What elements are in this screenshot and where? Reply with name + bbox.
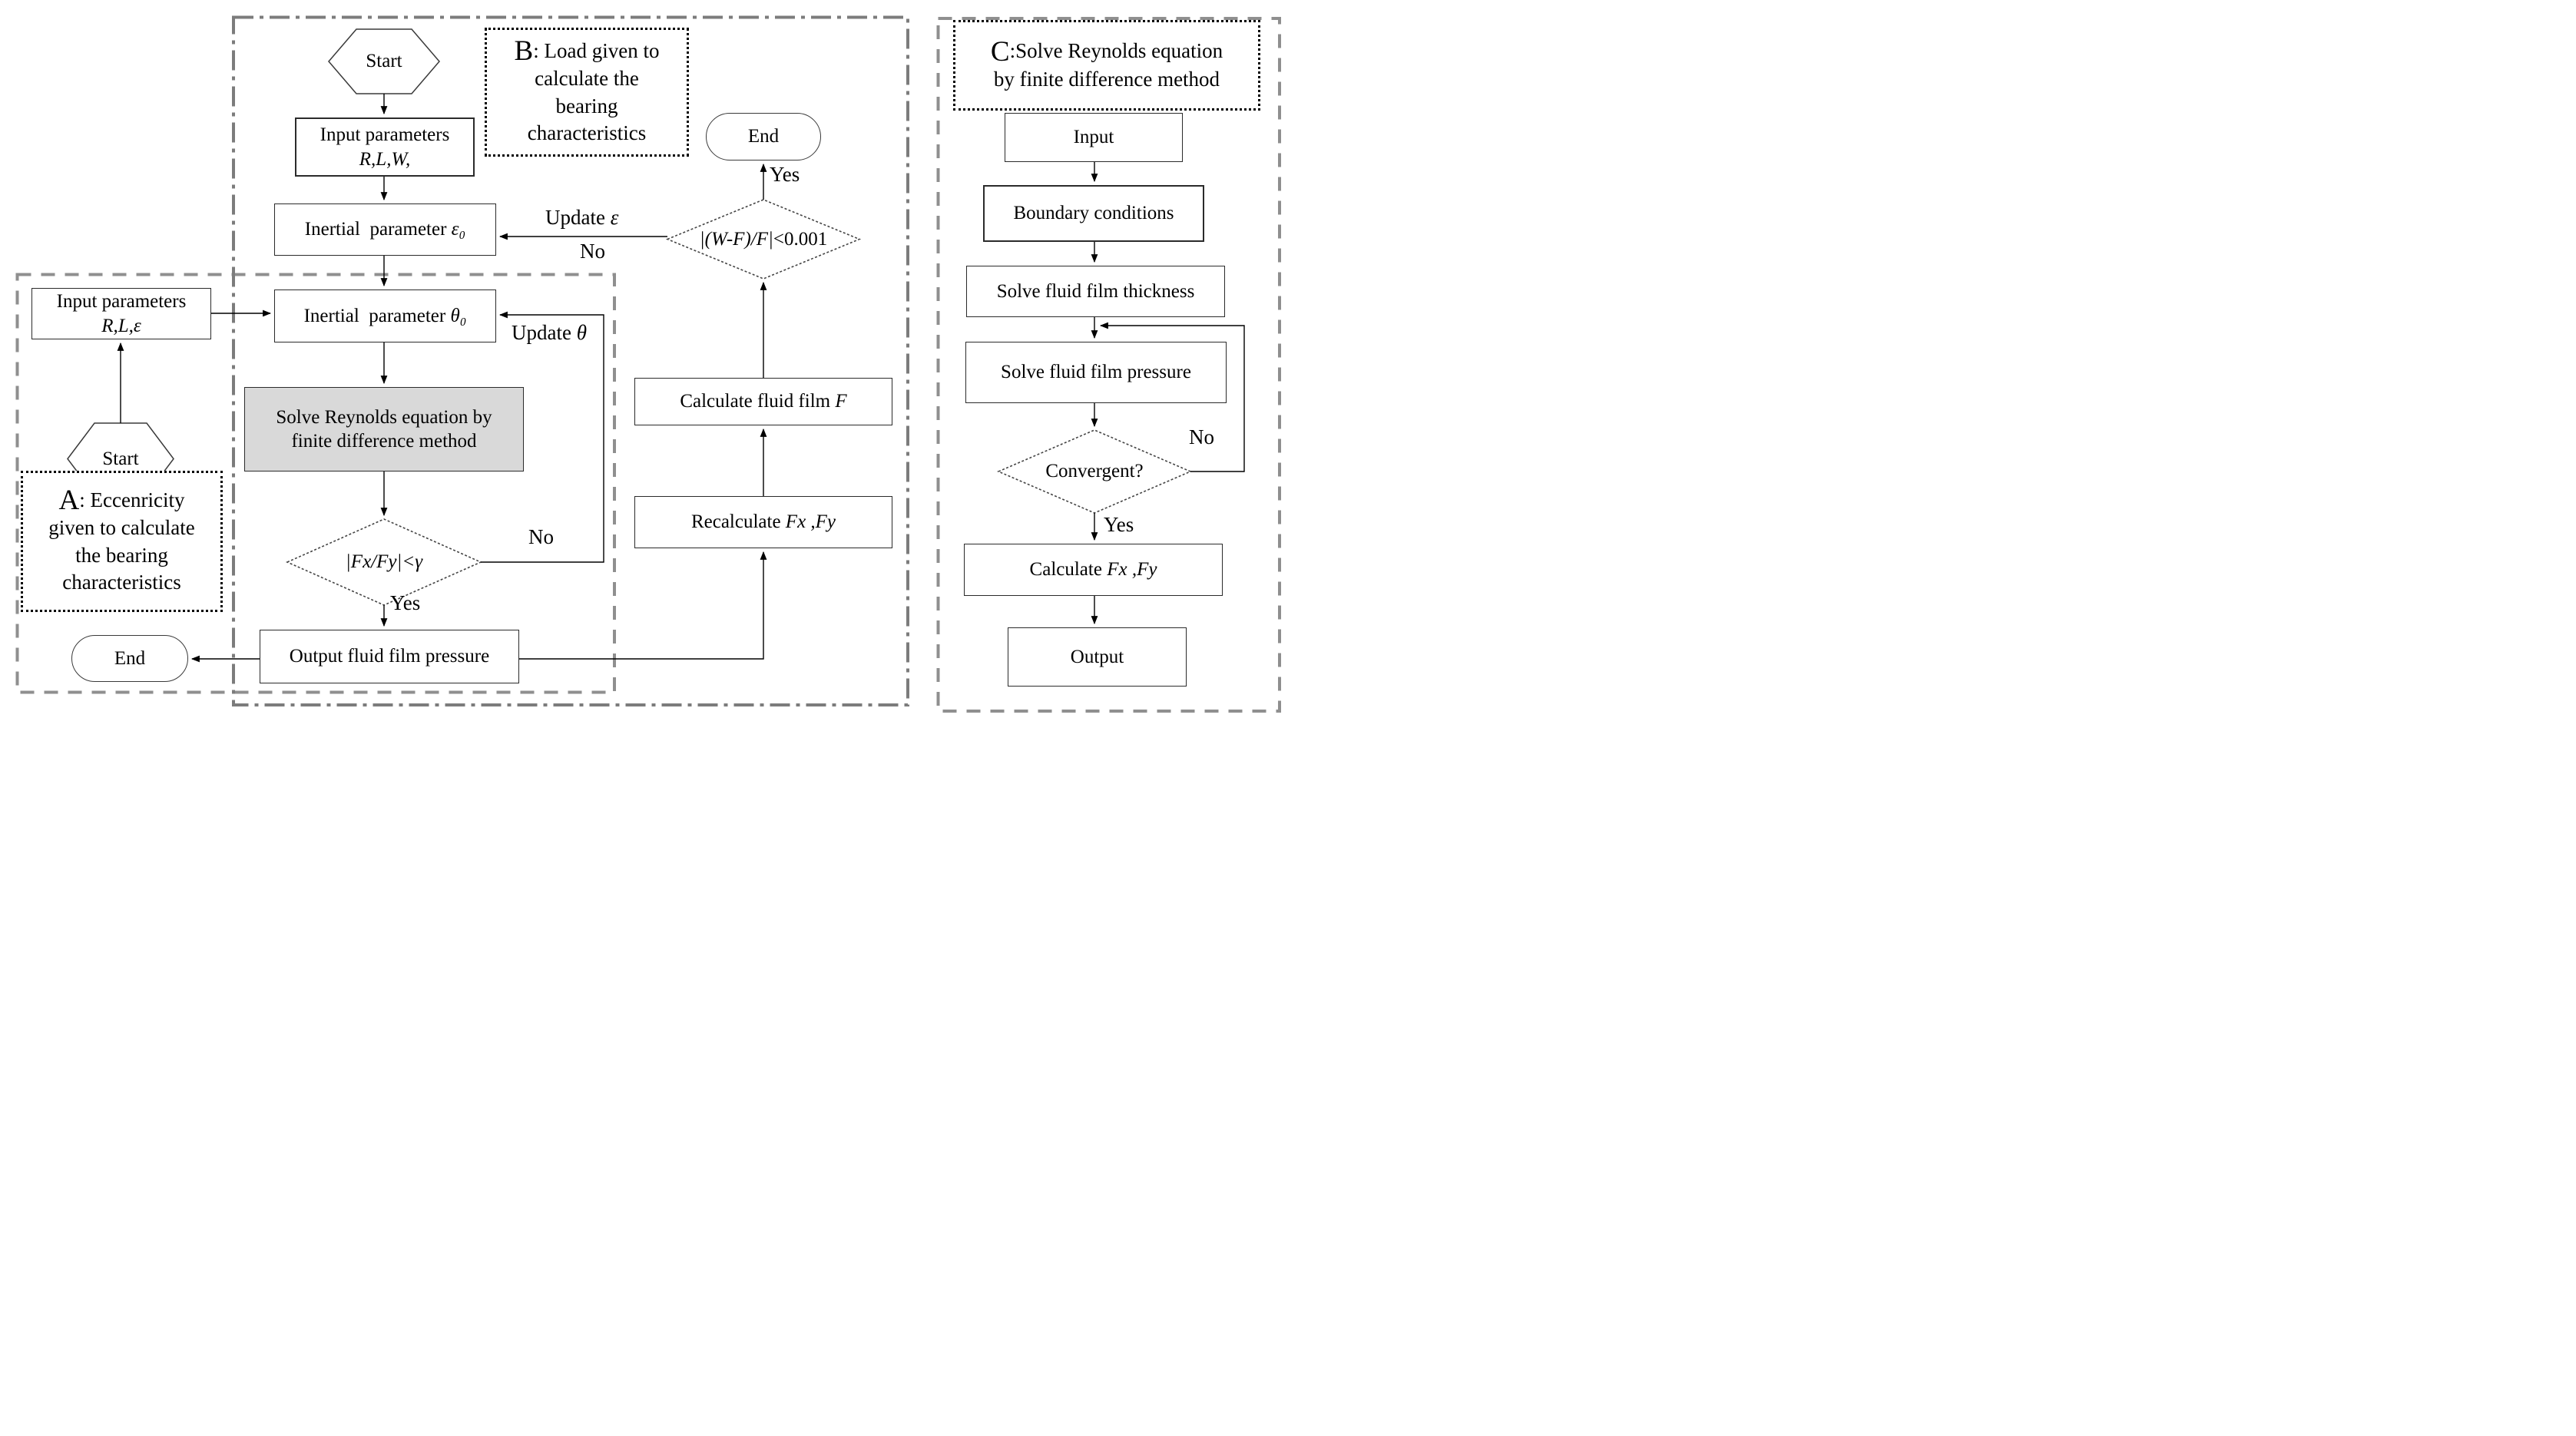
node-c-output: Output	[1008, 627, 1187, 687]
section-c-header: C :Solve Reynolds equation by finite dif…	[953, 20, 1260, 111]
section-a-note-line1: A : Eccenricity	[58, 485, 185, 517]
connector-c-convergent-no-loop	[1099, 322, 1245, 472]
label-update-epsilon: Update ε	[545, 206, 619, 229]
label-update-theta: Update θ	[512, 321, 587, 344]
node-solve-reynolds: Solve Reynolds equation by finite differ…	[244, 387, 524, 471]
connector-fxfy-no-loop	[481, 311, 604, 563]
section-a-note-line4: characteristics	[62, 571, 181, 594]
decision-fx-fy: |Fx/Fy|<γ	[345, 551, 423, 572]
start-hexagon-b-shape	[328, 28, 440, 94]
section-b-note-line1: B : Load given to	[514, 35, 660, 68]
node-c-solve-pressure: Solve fluid film pressure	[965, 342, 1227, 403]
start-node-a: Start	[102, 448, 139, 469]
decision-w-f-shape	[665, 199, 862, 280]
section-c-header-line1: C :Solve Reynolds equation	[990, 35, 1223, 68]
flow-connectors-svg	[15, 15, 1281, 713]
section-a-note: A : Eccenricity given to calculate the b…	[21, 471, 223, 612]
label-no-fxfy: No	[528, 525, 554, 548]
node-inertial-epsilon: Inertial parameter ε₀	[274, 203, 496, 256]
section-b-letter: B	[514, 35, 534, 68]
node-calculate-fluid-film-f: Calculate fluid film F	[634, 378, 892, 425]
node-c-calculate-fx-fy: Calculate Fx ,Fy	[964, 544, 1223, 596]
connector-output-to-recalculate	[519, 551, 767, 660]
label-yes-wf: Yes	[770, 163, 800, 186]
start-node-b: Start	[366, 51, 402, 71]
section-b-note-line3: bearing	[555, 94, 618, 117]
node-c-boundary-conditions: Boundary conditions	[983, 185, 1204, 242]
section-a-note-line2: given to calculate	[48, 516, 195, 540]
section-b-note-line2: calculate the	[535, 67, 639, 91]
label-c-no: No	[1189, 425, 1214, 448]
section-a-letter: A	[58, 485, 80, 517]
section-b-border	[232, 15, 909, 706]
decision-c-convergent: Convergent?	[1045, 461, 1144, 481]
node-end-a: End	[71, 635, 188, 682]
node-recalculate-fx-fy: Recalculate Fx ,Fy	[634, 496, 892, 548]
node-output-pressure: Output fluid film pressure	[260, 630, 519, 683]
section-c-header-line2: by finite difference method	[993, 67, 1220, 91]
node-input-rlw: Input parameters R,L,W,	[295, 117, 475, 177]
label-c-yes: Yes	[1104, 513, 1134, 536]
decision-w-f: |(W-F)/F|<0.001	[699, 228, 828, 250]
section-a-border	[15, 273, 616, 694]
section-b-note: B : Load given to calculate the bearing …	[485, 28, 689, 157]
node-inertial-theta: Inertial parameter θ₀	[274, 290, 496, 342]
label-yes-fxfy: Yes	[390, 591, 421, 614]
node-input-rle: Input parameters R,L,ε	[31, 288, 211, 339]
section-a-note-line3: the bearing	[75, 543, 168, 567]
node-end-b: End	[706, 113, 821, 160]
section-b-note-line4: characteristics	[527, 121, 647, 145]
label-no-wf: No	[580, 240, 605, 263]
node-c-solve-thickness: Solve fluid film thickness	[966, 266, 1225, 317]
flowchart-canvas: B : Load given to calculate the bearing …	[0, 0, 1288, 718]
section-c-border	[936, 17, 1281, 713]
section-c-letter: C	[990, 35, 1010, 68]
node-c-input: Input	[1005, 113, 1183, 162]
